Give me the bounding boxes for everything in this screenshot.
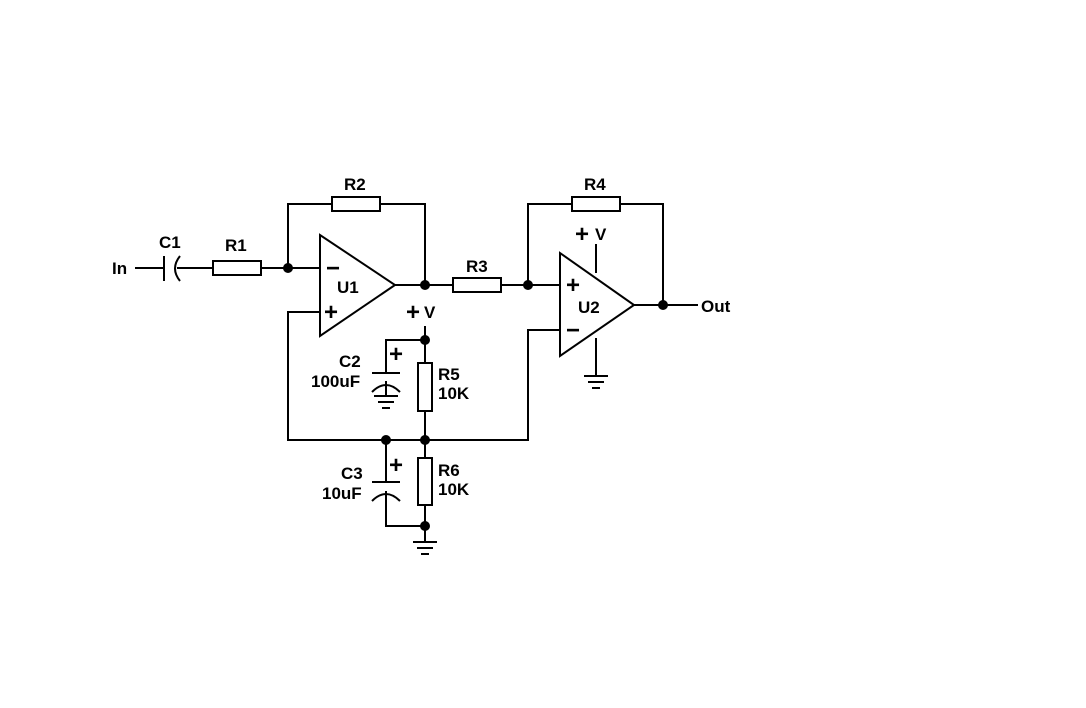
ground-symbol-main xyxy=(413,541,437,555)
opamp-u2 xyxy=(559,251,636,358)
u2-inverting-sign: − xyxy=(566,317,580,344)
u1-noninverting-sign: + xyxy=(324,299,338,326)
vplus-sign-u1: + xyxy=(406,299,420,326)
ground-symbol-u2 xyxy=(584,375,608,389)
junction xyxy=(523,280,533,290)
c3-polarity-sign: + xyxy=(389,452,403,479)
resistor-r2 xyxy=(331,196,381,212)
output-label: Out xyxy=(701,297,731,316)
r5-label: R5 xyxy=(438,365,460,384)
r5-value: 10K xyxy=(438,384,470,403)
capacitor-c3 xyxy=(371,481,401,502)
junction xyxy=(420,280,430,290)
junction xyxy=(420,335,430,345)
resistor-r6 xyxy=(417,457,433,506)
input-label: In xyxy=(112,259,127,278)
u1-label: U1 xyxy=(337,278,359,297)
c1-label: C1 xyxy=(159,233,181,252)
junctions xyxy=(283,263,668,531)
u2-noninverting-sign: + xyxy=(566,272,580,299)
vplus-label-u2: V xyxy=(595,225,607,244)
junction xyxy=(283,263,293,273)
junction xyxy=(381,435,391,445)
r1-label: R1 xyxy=(225,236,247,255)
r2-label: R2 xyxy=(344,175,366,194)
c2-label: C2 xyxy=(339,352,361,371)
ground-symbol-c2 xyxy=(374,395,398,409)
r6-value: 10K xyxy=(438,480,470,499)
c2-polarity-sign: + xyxy=(389,341,403,368)
r6-label: R6 xyxy=(438,461,460,480)
u2-label: U2 xyxy=(578,298,600,317)
junction xyxy=(420,435,430,445)
r4-label: R4 xyxy=(584,175,606,194)
junction xyxy=(420,521,430,531)
resistor-r3 xyxy=(452,277,502,293)
c3-label: C3 xyxy=(341,464,363,483)
wires xyxy=(135,203,698,543)
resistor-r1 xyxy=(212,260,262,276)
c3-value: 10uF xyxy=(322,484,362,503)
opamp-u1 xyxy=(319,233,397,338)
capacitor-c2 xyxy=(371,372,401,393)
vplus-sign-u2: + xyxy=(575,221,589,248)
r3-label: R3 xyxy=(466,257,488,276)
resistor-r5 xyxy=(417,362,433,412)
vplus-label-u1: V xyxy=(424,303,436,322)
c2-value: 100uF xyxy=(311,372,360,391)
capacitor-c1 xyxy=(163,255,181,282)
resistor-r4 xyxy=(571,196,621,212)
u1-inverting-sign: − xyxy=(326,255,340,282)
junction xyxy=(658,300,668,310)
